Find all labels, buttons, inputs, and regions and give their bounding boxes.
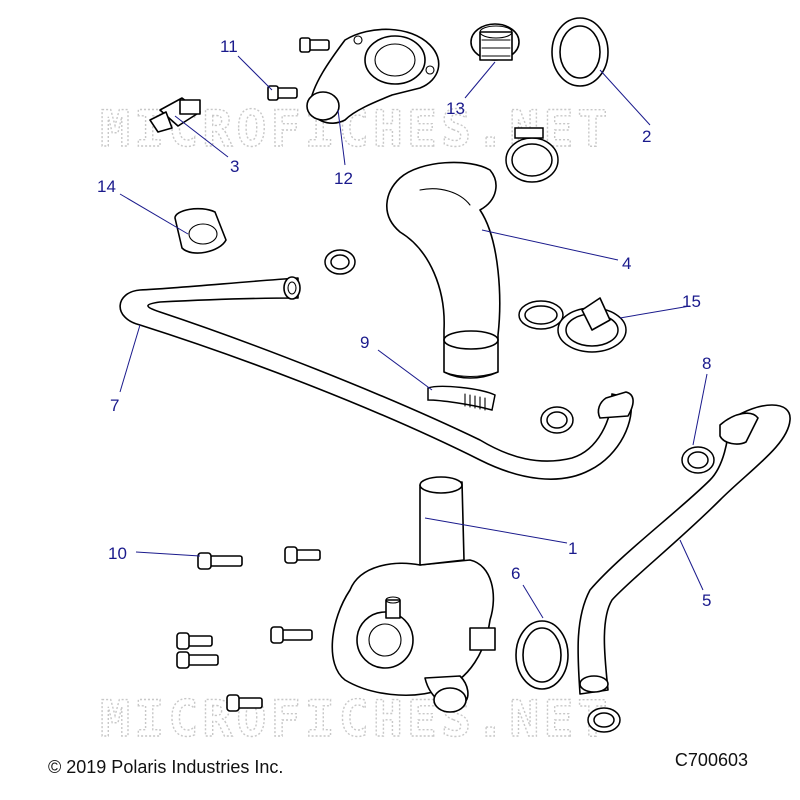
callout-9: 9 <box>360 333 369 352</box>
leader-6 <box>522 584 544 619</box>
figure-code: C700603 <box>674 750 748 770</box>
leader-11 <box>237 55 273 91</box>
clamp-part-9 <box>427 385 496 411</box>
callout-14: 14 <box>97 177 116 196</box>
clamp-mid-right <box>540 406 574 434</box>
leader-1 <box>424 517 568 544</box>
bolt-part-10 <box>197 552 243 570</box>
bolt-pump-5 <box>270 626 313 644</box>
leader-10 <box>135 551 201 557</box>
callout-2: 2 <box>642 127 651 146</box>
water-pump-part-1 <box>331 476 496 713</box>
leader-9 <box>377 349 433 391</box>
hose-part-4 <box>386 161 501 379</box>
callout-13: 13 <box>446 99 465 118</box>
gasket-part-2 <box>551 17 609 87</box>
copyright-notice: © 2019 Polaris Industries Inc. <box>48 757 284 777</box>
thermostat-part-13 <box>470 23 520 61</box>
o-ring-part-6 <box>515 620 569 690</box>
clamp-upper-right <box>505 127 559 183</box>
leader-5 <box>679 539 704 591</box>
hose-part-7 <box>119 276 634 480</box>
leader-12 <box>337 109 346 166</box>
leader-15 <box>619 305 691 319</box>
callout-3: 3 <box>230 157 239 176</box>
clamp-bottom <box>587 707 621 733</box>
callout-15: 15 <box>682 292 701 311</box>
leader-7 <box>119 324 141 393</box>
clamp-part-15 <box>518 297 627 353</box>
leader-4 <box>481 229 619 261</box>
leader-8 <box>692 373 708 446</box>
callout-7: 7 <box>110 396 119 415</box>
watermark-bottom: MICROFICHES.NET <box>100 690 612 748</box>
callout-12: 12 <box>334 169 353 188</box>
hose-part-5 <box>577 404 791 695</box>
clamp-part-8 <box>681 446 715 474</box>
leader-2 <box>599 69 651 126</box>
callout-labels: 1 2 3 4 5 6 7 8 9 10 11 12 13 14 15 <box>97 37 711 610</box>
temperature-sensor-part-3 <box>149 97 201 133</box>
callout-8: 8 <box>702 354 711 373</box>
thermostat-housing-part-12 <box>306 28 440 124</box>
callout-4: 4 <box>622 254 631 273</box>
bolt-pump-3 <box>176 632 213 650</box>
callout-1: 1 <box>568 539 577 558</box>
bolt-pump-4 <box>176 651 219 669</box>
leader-lines <box>119 55 708 619</box>
fitting-part-14 <box>174 207 227 254</box>
leader-14 <box>119 193 189 235</box>
leader-3 <box>174 115 229 158</box>
bolt-pump-6 <box>226 694 263 712</box>
leader-13 <box>464 61 496 99</box>
callout-6: 6 <box>511 564 520 583</box>
callout-11: 11 <box>220 37 238 56</box>
bolt-top-extra <box>299 37 330 53</box>
bolt-pump-2 <box>284 546 321 564</box>
callout-10: 10 <box>108 544 127 563</box>
callout-5: 5 <box>702 591 711 610</box>
clamp-small-upper <box>324 249 356 275</box>
bolt-part-11 <box>267 85 298 101</box>
